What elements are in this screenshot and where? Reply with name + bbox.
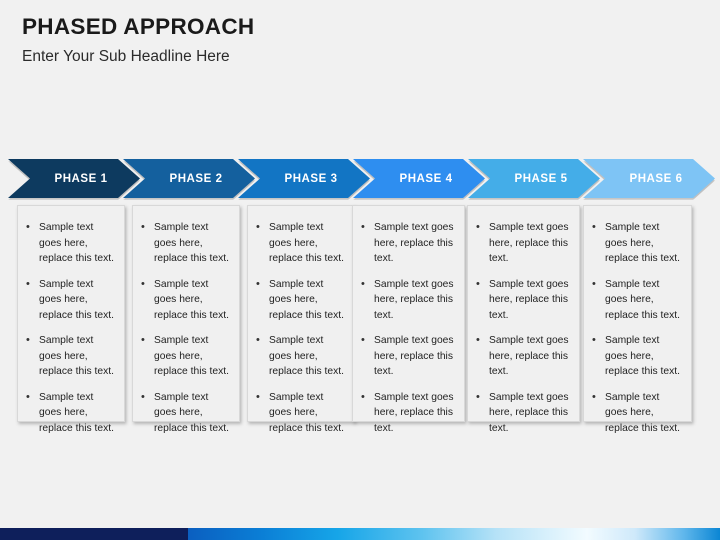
bullet-text: Sample text goes here, replace this text… [489,222,569,264]
bullet-dot-icon: • [361,334,365,346]
bullet-dot-icon: • [592,221,596,233]
bullet-text: Sample text goes here, replace this text… [605,391,680,434]
list-item: • Sample text goes here, replace this tex… [24,277,117,324]
bullet-text: Sample text goes here, replace this text… [269,278,344,321]
bullet-dot-icon: • [361,390,365,403]
list-item: • Sample text goes here, replace this tex… [359,333,457,380]
phase-chevron-label: PHASE 2 [169,172,223,185]
bullet-dot-icon: • [26,221,30,233]
bullet-dot-icon: • [476,390,480,403]
page-subtitle: Enter Your Sub Headline Here [22,47,230,65]
bullet-text: Sample text goes here, replace this text… [154,278,229,321]
list-item: • Sample text goes here, replace this tex… [590,333,684,380]
bullet-dot-icon: • [256,277,260,290]
bullet-text: Sample text goes here, replace this text… [154,335,229,377]
bullet-dot-icon: • [141,221,145,233]
bullet-text: Sample text goes here, replace this text… [605,278,680,321]
bullet-text: Sample text goes here, replace this text… [269,222,344,264]
phase-chevron-2[interactable]: PHASE 2 [123,159,255,198]
bullet-dot-icon: • [592,334,596,346]
phase-card-6: • Sample text goes here, replace this tex… [583,205,692,434]
list-item: • Sample text goes here, replace this tex… [254,390,347,437]
phase-chevron-1[interactable]: PHASE 1 [8,159,140,198]
phase-chevron-row: PHASE 1 PHASE 2 PHASE 3 PHASE 4 PHASE 5 PHASE… [0,159,720,199]
list-item: • Sample text goes here, replace this tex… [254,333,347,380]
phase-chevron-label: PHASE 1 [54,172,108,185]
bullet-text: Sample text goes here, replace this text… [154,391,229,434]
bullet-dot-icon: • [476,277,480,290]
bullet-text: Sample text goes here, replace this text… [39,391,114,434]
list-item: • Sample text goes here, replace this tex… [474,277,572,324]
bullet-text: Sample text goes here, replace this text… [154,222,229,264]
bullet-text: Sample text goes here, replace this text… [374,391,454,434]
phase-card-1: • Sample text goes here, replace this tex… [17,205,125,434]
bottom-bar-navy-segment [0,528,188,540]
phase-chevron-label: PHASE 3 [284,172,338,185]
bullet-dot-icon: • [26,277,30,290]
list-item: • Sample text goes here, replace this tex… [254,277,347,324]
list-item: • Sample text goes here, replace this tex… [139,277,232,324]
bullet-dot-icon: • [26,390,30,403]
list-item: • Sample text goes here, replace this tex… [359,220,457,267]
bullet-text: Sample text goes here, replace this text… [489,278,569,321]
phase-card-3: • Sample text goes here, replace this tex… [247,205,355,434]
bullet-dot-icon: • [26,334,30,346]
bullet-dot-icon: • [141,390,145,403]
list-item: • Sample text goes here, replace this tex… [474,220,572,267]
bullet-dot-icon: • [476,221,480,233]
bullet-text: Sample text goes here, replace this text… [39,335,114,377]
list-item: • Sample text goes here, replace this tex… [474,390,572,437]
bullet-text: Sample text goes here, replace this text… [489,335,569,377]
phase-chevron-label: PHASE 6 [629,172,683,185]
bullet-text: Sample text goes here, replace this text… [605,222,680,264]
bullet-dot-icon: • [592,277,596,290]
bullet-dot-icon: • [141,277,145,290]
bottom-bar-gradient-segment [188,528,720,540]
phase-chevron-label: PHASE 5 [514,172,568,185]
header-block: PHASED APPROACH Enter Your Sub Headline … [22,14,682,66]
list-item: • Sample text goes here, replace this tex… [139,390,232,437]
list-item: • Sample text goes here, replace this tex… [24,390,117,437]
bullet-dot-icon: • [476,334,480,346]
bullet-dot-icon: • [256,390,260,403]
phase-card-4: • Sample text goes here, replace this tex… [352,205,465,434]
phase-card-5: • Sample text goes here, replace this tex… [467,205,580,434]
bullet-text: Sample text goes here, replace this text… [39,222,114,264]
list-item: • Sample text goes here, replace this tex… [474,333,572,380]
bullet-text: Sample text goes here, replace this text… [269,335,344,377]
phase-chevron-3[interactable]: PHASE 3 [238,159,370,198]
list-item: • Sample text goes here, replace this tex… [139,220,232,267]
list-item: • Sample text goes here, replace this tex… [590,220,684,267]
bullet-dot-icon: • [361,221,365,233]
phase-cards-row: • Sample text goes here, replace this tex… [0,205,720,434]
list-item: • Sample text goes here, replace this tex… [254,220,347,267]
list-item: • Sample text goes here, replace this tex… [590,390,684,437]
bullet-text: Sample text goes here, replace this text… [374,222,454,264]
list-item: • Sample text goes here, replace this tex… [590,277,684,324]
bullet-dot-icon: • [141,334,145,346]
bullet-dot-icon: • [256,221,260,233]
bullet-text: Sample text goes here, replace this text… [39,278,114,321]
list-item: • Sample text goes here, replace this tex… [139,333,232,380]
bullet-text: Sample text goes here, replace this text… [374,335,454,377]
list-item: • Sample text goes here, replace this tex… [24,333,117,380]
bullet-text: Sample text goes here, replace this text… [269,391,344,434]
phase-chevron-label: PHASE 4 [399,172,453,185]
bottom-decorative-bar [0,528,720,540]
bullet-dot-icon: • [592,390,596,403]
phase-chevron-5[interactable]: PHASE 5 [468,159,600,198]
bullet-dot-icon: • [256,334,260,346]
bullet-text: Sample text goes here, replace this text… [489,391,569,434]
list-item: • Sample text goes here, replace this tex… [359,277,457,324]
phase-chevron-6[interactable]: PHASE 6 [583,159,715,198]
list-item: • Sample text goes here, replace this tex… [24,220,117,267]
page-title: PHASED APPROACH [22,14,255,39]
phase-chevron-4[interactable]: PHASE 4 [353,159,485,198]
bullet-text: Sample text goes here, replace this text… [605,335,680,377]
phase-card-2: • Sample text goes here, replace this tex… [132,205,240,434]
bullet-dot-icon: • [361,277,365,290]
bullet-text: Sample text goes here, replace this text… [374,278,454,321]
list-item: • Sample text goes here, replace this tex… [359,390,457,437]
